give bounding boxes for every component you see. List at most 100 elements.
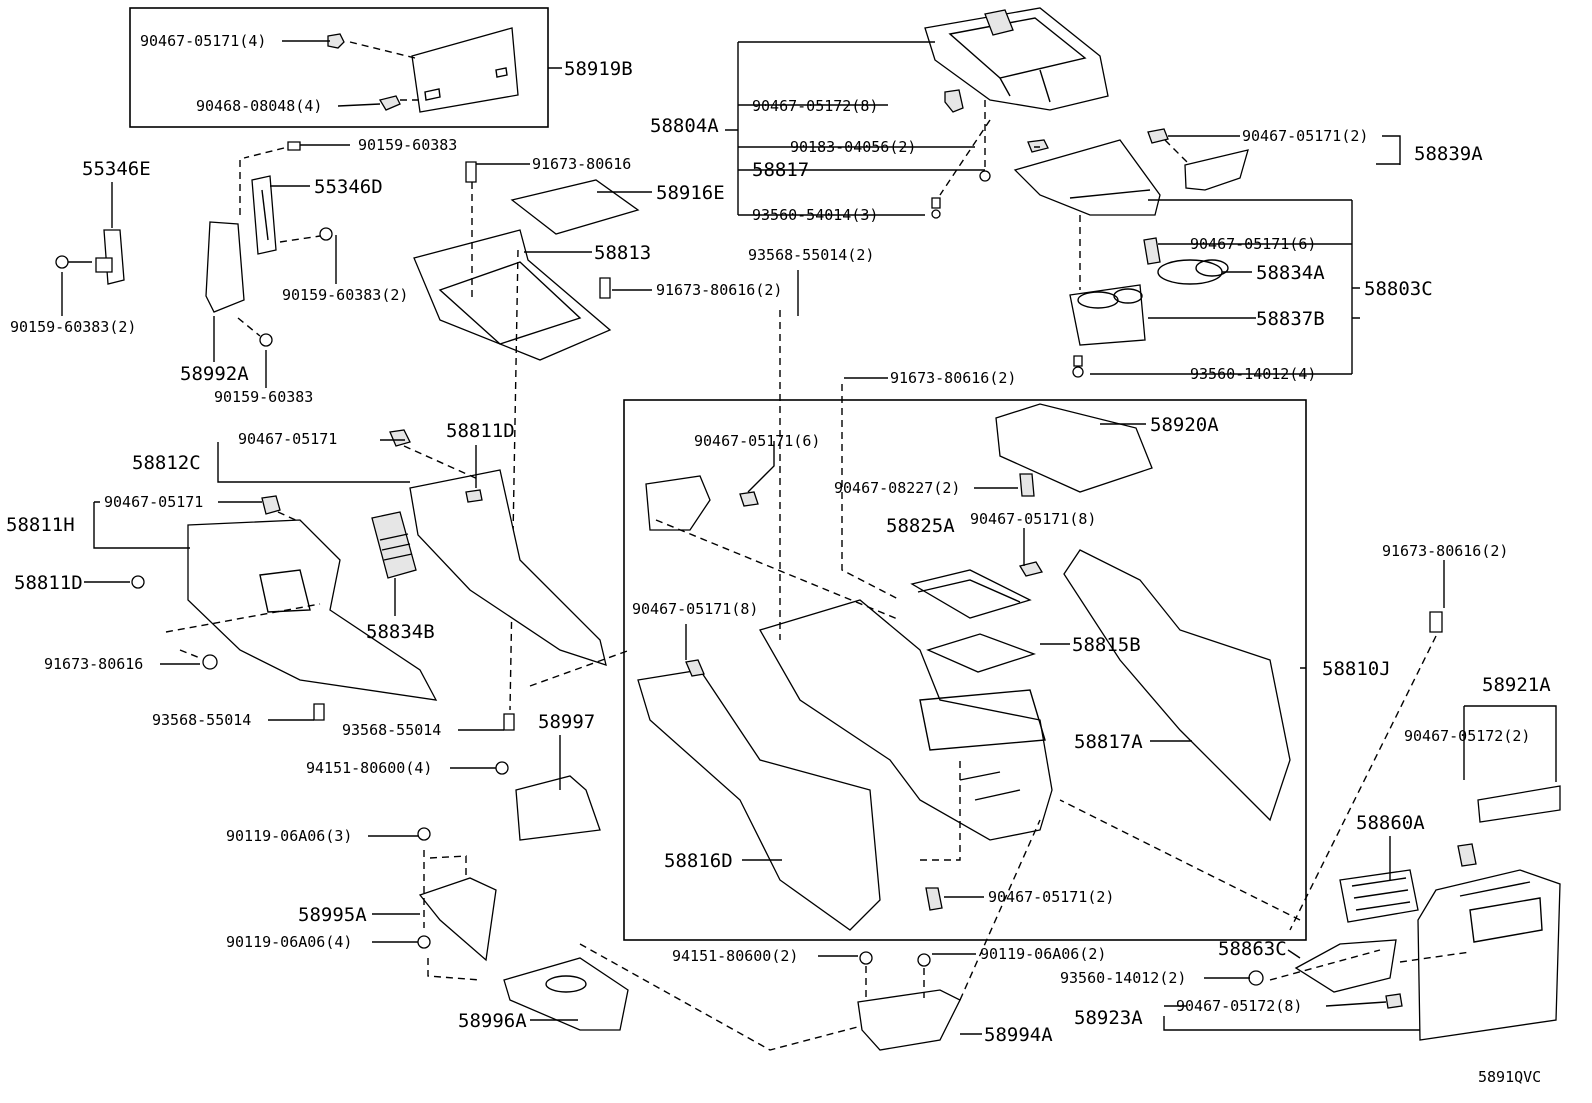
label-58812C: 58812C (132, 452, 201, 474)
clip-icon (261, 495, 281, 515)
part-58996A-drawing (503, 957, 629, 1031)
part-58825A-drawing (910, 569, 1032, 619)
label-58825A: 58825A (886, 515, 955, 537)
label-58916E: 58916E (656, 182, 725, 204)
part-58811H-drawing (187, 519, 438, 701)
bolt-icon (319, 227, 333, 241)
part-55346E-drawing (95, 229, 125, 285)
label-93560-14012-4: 93560-14012(4) (1190, 365, 1316, 383)
screw-icon (979, 170, 991, 182)
clip-icon (1385, 993, 1403, 1009)
label-93568-55014-a: 93568-55014 (152, 711, 251, 729)
label-58803C: 58803C (1364, 278, 1433, 300)
nut-icon (1248, 970, 1264, 986)
clip-icon (944, 89, 964, 113)
bolt-icon (131, 575, 145, 589)
inset-frame-58810J (623, 399, 1307, 941)
label-93560-54014-3: 93560-54014(3) (752, 206, 878, 224)
part-58916E-drawing (510, 179, 640, 235)
clip-icon (465, 489, 483, 503)
bolt-icon (417, 827, 431, 841)
label-58863C: 58863C (1218, 938, 1287, 960)
screw-icon (313, 703, 325, 721)
label-58810J: 58810J (1322, 658, 1391, 680)
part-58815B-drawing (926, 633, 1036, 673)
part-58923A-drawing (1417, 869, 1561, 1041)
label-58834B: 58834B (366, 621, 435, 643)
label-90467-05171-6-right: 90467-05171(6) (1190, 235, 1316, 253)
label-90467-05172-8-bottom: 90467-05172(8) (1176, 997, 1302, 1015)
label-90467-05171-8-right: 90467-05171(8) (970, 510, 1096, 528)
bolt-icon (287, 141, 301, 151)
label-90119-06A06-3: 90119-06A06(3) (226, 827, 352, 845)
label-90467-05171-2-top: 90467-05171(2) (1242, 127, 1368, 145)
nut-icon (859, 951, 873, 965)
label-94151-80600-2: 94151-80600(2) (672, 947, 798, 965)
label-93560-14012-2: 93560-14012(2) (1060, 969, 1186, 987)
label-58834A: 58834A (1256, 262, 1325, 284)
label-93568-55014-b: 93568-55014 (342, 721, 441, 739)
clip-icon (389, 429, 411, 447)
part-58816D-drawing (637, 669, 881, 931)
label-91673-80616-2-a: 91673-80616(2) (656, 281, 782, 299)
part-main-console-drawing (759, 599, 1053, 841)
part-58920A-drawing (995, 403, 1153, 493)
part-58839A-drawing (1184, 149, 1249, 191)
part-58860A-drawing (1339, 869, 1419, 923)
label-91673-80616-2-c: 91673-80616(2) (1382, 542, 1508, 560)
part-labels: 90467-05171(4) 90468-08048(4) 58919B 588… (6, 32, 1551, 1086)
bolt-icon (259, 333, 273, 347)
label-58997: 58997 (538, 711, 595, 733)
label-90467-05171-a: 90467-05171 (238, 430, 337, 448)
label-58813: 58813 (594, 242, 651, 264)
screw-icon (503, 713, 515, 731)
label-58837B: 58837B (1256, 308, 1325, 330)
bolt-icon (917, 953, 931, 967)
screw-icon (465, 161, 477, 183)
label-58815B: 58815B (1072, 634, 1141, 656)
label-58994A: 58994A (984, 1024, 1053, 1046)
label-58811D-left: 58811D (14, 572, 83, 594)
label-58923A: 58923A (1074, 1007, 1143, 1029)
part-58817A-drawing (1063, 549, 1291, 822)
clip-icon (1143, 237, 1161, 265)
clip-icon (327, 33, 345, 49)
label-58811H: 58811H (6, 514, 75, 536)
clip-icon (685, 659, 705, 677)
label-90183-04056-2: 90183-04056(2) (790, 138, 916, 156)
nut-icon (495, 761, 509, 775)
label-58921A: 58921A (1482, 674, 1551, 696)
label-91673-80616-a: 91673-80616 (532, 155, 631, 173)
label-91673-80616-b: 91673-80616 (44, 655, 143, 673)
label-55346E: 55346E (82, 158, 151, 180)
label-90159-60383-b: 90159-60383 (214, 388, 313, 406)
label-58860A: 58860A (1356, 812, 1425, 834)
label-90467-05172-2: 90467-05172(2) (1404, 727, 1530, 745)
label-90467-05171-4: 90467-05171(4) (140, 32, 266, 50)
part-58804A-drawing (924, 7, 1109, 111)
bolt-icon (202, 654, 218, 670)
screw-icon (931, 197, 941, 219)
label-93568-55014-2: 93568-55014(2) (748, 246, 874, 264)
label-90467-05171-b: 90467-05171 (104, 493, 203, 511)
bolt-icon (55, 255, 92, 269)
bolt-icon (417, 935, 431, 949)
clip-icon (1457, 843, 1477, 867)
screw-icon (599, 277, 611, 299)
bolt-icon (1429, 611, 1443, 633)
label-58804A: 58804A (650, 115, 719, 137)
label-90119-06A06-4: 90119-06A06(4) (226, 933, 352, 951)
label-58920A: 58920A (1150, 414, 1219, 436)
part-58813-drawing (413, 229, 612, 361)
label-90159-60383-2-a: 90159-60383(2) (282, 286, 408, 304)
label-90467-05172-8-top: 90467-05172(8) (752, 97, 878, 115)
label-58817: 58817 (752, 159, 809, 181)
label-58919B: 58919B (564, 58, 633, 80)
clip-icon (1019, 473, 1035, 497)
label-55346D: 55346D (314, 176, 383, 198)
label-90159-60383-a: 90159-60383 (358, 136, 457, 154)
part-58995A-drawing (418, 877, 497, 962)
label-90467-08227-2: 90467-08227(2) (834, 479, 960, 497)
label-91673-80616-2-b: 91673-80616(2) (890, 369, 1016, 387)
